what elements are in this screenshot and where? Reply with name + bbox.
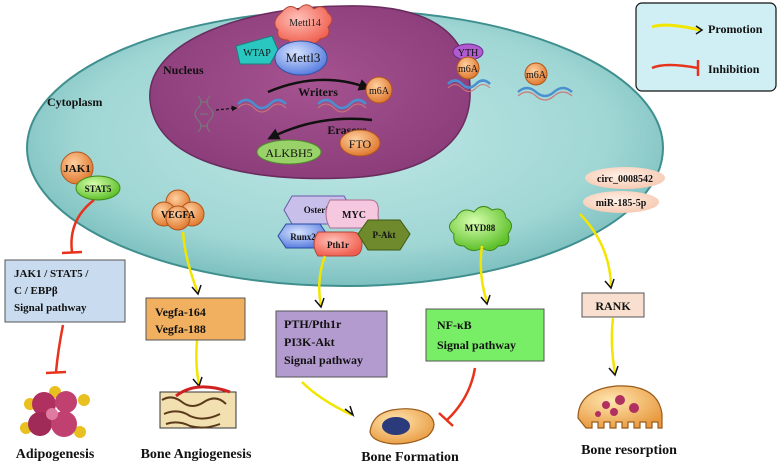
vegfa-iso-line-2: Vegfa-188 [155,322,206,336]
circ-label: circ_0008542 [597,174,653,185]
mrna-strand-2 [317,98,367,113]
dna-helix [194,95,214,133]
m6a-nucleus-label: m6A [369,86,390,97]
wtap-label: WTAP [243,48,271,59]
jak1-label: JAK1 [63,163,91,175]
vegfa-iso-box: Vegfa-164 Vegfa-188 [145,297,246,341]
bone-resorption-label: Bone resorption [581,443,677,458]
mrna-strand-3 [447,79,491,92]
osteoclast-cell [577,385,663,429]
erasers-arrow [267,117,373,140]
mir-rna: miR-185-5p [583,191,659,213]
nfkb-pathway-box: NF-κB Signal pathway [425,308,545,362]
vegfa-promotion-line [181,231,200,294]
circ-rna: circ_0008542 [585,167,665,189]
bone-vessel-tissue [159,385,237,429]
pth1r-protein: Pth1r [313,231,363,257]
nucleus-label: Nucleus [163,63,204,77]
yth-label: YTH [458,48,479,59]
mrna-strand-1 [237,98,287,113]
cytoplasm-label: Cytoplasm [47,95,102,109]
myd88-label: MYD88 [465,223,496,233]
mettl3-label: Mettl3 [286,50,321,65]
myc-label: MYC [342,210,366,221]
pth-promotion-line [301,381,353,417]
mrna-strand-4 [517,86,573,101]
pakt-label: P-Akt [373,230,396,240]
jak1-protein: JAK1 [60,151,94,185]
adipogenesis-label: Adipogenesis [16,447,95,462]
nucleus [149,5,471,180]
fto-label: FTO [349,137,372,151]
jak-pathway-line-2: C / EBPβ [14,285,58,297]
wtap-protein: WTAP [235,35,279,65]
legend-inhibition-label: Inhibition [708,62,760,76]
osteo-promotion-line [317,255,327,307]
jak-pathway-line-1: JAK1 / STAT5 / [14,268,89,280]
bone-formation-label: Bone Formation [361,450,459,465]
alkbh5-protein: ALKBH5 [256,139,322,165]
writers-arrow [267,78,371,94]
runx2-label: Runx2 [290,232,316,242]
mettl3-protein: Mettl3 [274,40,328,76]
pth-pathway-line-3: Signal pathway [284,353,363,367]
jak-pathway-line-3: Signal pathway [14,302,87,314]
m6a-cyto-1-label: m6A [458,64,479,75]
legend-promotion-line [651,23,701,32]
nfkb-pathway-line-1: NF-κB [437,318,472,332]
legend: Promotion Inhibition [635,2,777,92]
adipocyte-cluster [20,386,90,438]
pth-pathway-line-1: PTH/Pth1r [284,317,342,331]
writers-label: Writers [298,85,338,99]
nfkb-inhibition-line [446,367,477,421]
pth-pathway-line-2: PI3K-Akt [284,335,335,349]
osteoblast-cell [369,408,435,445]
osterix-label: Osterix [304,205,333,215]
rank-box: RANK [581,292,645,318]
legend-promotion-label: Promotion [708,22,763,36]
mettl14-protein: Mettl14 [274,4,333,46]
fto-protein: FTO [339,129,381,157]
m6a-cyto-1: m6A [456,56,480,80]
jak-pathway-inhibition-line [54,324,65,373]
nfkb-pathway-line-2: Signal pathway [437,338,516,352]
legend-inhibition-line [651,63,699,70]
alkbh5-label: ALKBH5 [265,146,312,160]
vegfa-protein: VEGFA [151,189,205,231]
pakt-protein: P-Akt [357,219,411,251]
mir-label: miR-185-5p [596,198,647,209]
mettl14-label: Mettl14 [289,18,321,29]
myd88-protein: MYD88 [449,206,512,252]
jak-pathway-box: JAK1 / STAT5 / C / EBPβ Signal pathway [4,259,126,323]
angiogenesis-label: Bone Angiogenesis [141,447,252,462]
vegfa-label: VEGFA [161,210,196,221]
rank-promotion-line [610,317,617,374]
pth-pathway-box: PTH/Pth1r PI3K-Akt Signal pathway [275,310,388,378]
m6a-cyto-2: m6A [524,62,548,86]
vegfa-iso-line-1: Vegfa-164 [155,305,206,319]
mir-promotion-line [579,213,613,287]
pth1r-label: Pth1r [327,240,349,250]
m6a-nucleus: m6A [365,76,393,104]
vegfa-iso-promotion-line [195,339,201,385]
stat5-protein: STAT5 [75,175,121,201]
m6a-cyto-2-label: m6A [526,70,547,81]
stat5-label: STAT5 [85,184,112,194]
stat5-inhibition-line [70,199,95,253]
rank-label: RANK [595,299,631,313]
myd88-promotion-line [479,245,489,303]
